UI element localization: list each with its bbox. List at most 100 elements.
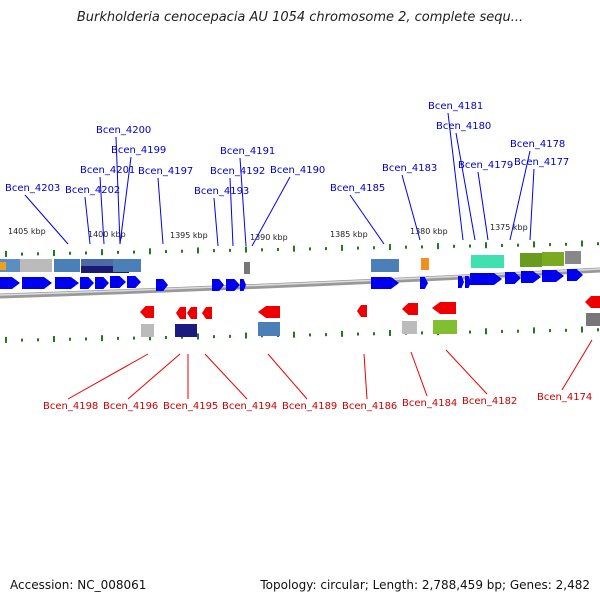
scale-tick xyxy=(261,248,263,252)
feature-box xyxy=(175,324,197,337)
scale-tick xyxy=(421,245,423,249)
reverse-gene-label: Bcen_4194 xyxy=(222,401,277,412)
scale-tick xyxy=(53,250,55,257)
forward-gene-label: Bcen_4181 xyxy=(428,101,483,112)
scale-tick xyxy=(197,333,199,340)
forward-gene-arrow xyxy=(542,270,564,282)
scale-tick xyxy=(501,243,503,247)
scale-tick xyxy=(133,336,135,340)
scale-tick xyxy=(5,250,7,257)
reverse-gene-arrow xyxy=(202,307,212,319)
forward-gene-leader xyxy=(239,157,247,247)
scale-tick xyxy=(581,326,583,333)
forward-gene-label: Bcen_4190 xyxy=(270,165,325,176)
scale-tick xyxy=(197,247,199,254)
forward-gene-arrow xyxy=(420,277,428,289)
scale-tick xyxy=(341,244,343,251)
scale-tick xyxy=(309,333,311,337)
scale-tick xyxy=(357,332,359,336)
forward-gene-label: Bcen_4177 xyxy=(514,157,569,168)
scale-tick xyxy=(149,334,151,341)
map-title: Burkholderia cenocepacia AU 1054 chromos… xyxy=(76,10,524,25)
forward-gene-leader xyxy=(84,196,91,245)
forward-gene-arrow xyxy=(156,279,168,291)
reverse-gene-label: Bcen_4195 xyxy=(163,401,218,412)
scale-tick xyxy=(469,244,471,248)
forward-gene-label: Bcen_4202 xyxy=(65,185,120,196)
reverse-gene-label: Bcen_4196 xyxy=(103,401,158,412)
scale-tick xyxy=(581,240,583,247)
forward-gene-label: Bcen_4191 xyxy=(220,146,275,157)
scale-tick xyxy=(405,245,407,249)
accession-label: Accession: NC_008061 xyxy=(10,578,147,592)
scale-tick xyxy=(85,251,87,255)
scale-tick xyxy=(389,329,391,336)
forward-gene-arrow xyxy=(458,276,464,288)
scale-tick xyxy=(133,250,135,254)
scale-tick xyxy=(21,252,23,256)
scale-tick xyxy=(597,328,599,332)
feature-box xyxy=(258,322,280,336)
scale-tick xyxy=(565,328,567,332)
forward-gene-label: Bcen_4192 xyxy=(210,166,265,177)
forward-gene-arrow xyxy=(505,272,521,284)
forward-gene-arrow xyxy=(465,276,471,288)
forward-gene-label: Bcen_4201 xyxy=(80,165,135,176)
forward-gene-arrow xyxy=(226,279,240,291)
scale-label: 1400 kbp xyxy=(88,230,126,239)
scale-tick xyxy=(213,335,215,339)
forward-gene-arrow xyxy=(212,279,224,291)
scale-tick xyxy=(69,251,71,255)
reverse-gene-leader xyxy=(410,351,428,397)
reverse-gene-leader xyxy=(67,353,149,400)
scale-tick xyxy=(229,334,231,338)
scale-tick xyxy=(325,333,327,337)
forward-gene-label: Bcen_4200 xyxy=(96,125,151,136)
scale-tick xyxy=(37,338,39,342)
scale-tick xyxy=(597,242,599,246)
reverse-gene-arrow xyxy=(432,302,456,314)
scale-tick xyxy=(37,252,39,256)
scale-tick xyxy=(245,332,247,339)
reverse-gene-label: Bcen_4182 xyxy=(462,396,517,407)
forward-gene-label: Bcen_4178 xyxy=(510,139,565,150)
forward-gene-arrow xyxy=(127,276,141,288)
forward-gene-leader xyxy=(115,136,121,245)
scale-tick xyxy=(533,241,535,248)
reverse-gene-arrow xyxy=(585,296,600,308)
scale-tick xyxy=(277,247,279,251)
forward-gene-label: Bcen_4180 xyxy=(436,121,491,132)
scale-tick xyxy=(293,245,295,252)
scale-tick xyxy=(469,330,471,334)
scale-tick xyxy=(549,243,551,247)
forward-gene-label: Bcen_4185 xyxy=(330,183,385,194)
forward-gene-leader xyxy=(447,112,464,241)
forward-gene-label: Bcen_4199 xyxy=(111,145,166,156)
feature-box xyxy=(244,262,250,274)
forward-gene-leader xyxy=(251,176,291,247)
forward-gene-label: Bcen_4179 xyxy=(458,160,513,171)
feature-box xyxy=(113,259,141,272)
reverse-gene-arrow xyxy=(357,305,367,317)
scale-ticks xyxy=(5,240,599,343)
forward-gene-leader xyxy=(529,168,535,241)
scale-tick xyxy=(389,243,391,250)
scale-tick xyxy=(21,338,23,342)
scale-tick xyxy=(165,336,167,340)
reverse-gene-leader xyxy=(267,353,308,400)
forward-gene-label: Bcen_4183 xyxy=(382,163,437,174)
topology-label: Topology: circular; Length: 2,788,459 bp… xyxy=(260,578,590,592)
scale-tick xyxy=(437,243,439,250)
scale-tick xyxy=(325,247,327,251)
forward-gene-leader xyxy=(349,194,385,245)
feature-box xyxy=(402,321,417,334)
reverse-gene-leader xyxy=(204,353,248,400)
scale-tick xyxy=(245,246,247,253)
reverse-gene-label: Bcen_4174 xyxy=(537,392,592,403)
scale-tick xyxy=(357,246,359,250)
scale-label: 1390 kbp xyxy=(250,233,288,242)
forward-gene-arrow xyxy=(95,277,109,289)
forward-gene-arrow xyxy=(0,277,20,289)
scale-label: 1375 kbp xyxy=(490,223,528,232)
